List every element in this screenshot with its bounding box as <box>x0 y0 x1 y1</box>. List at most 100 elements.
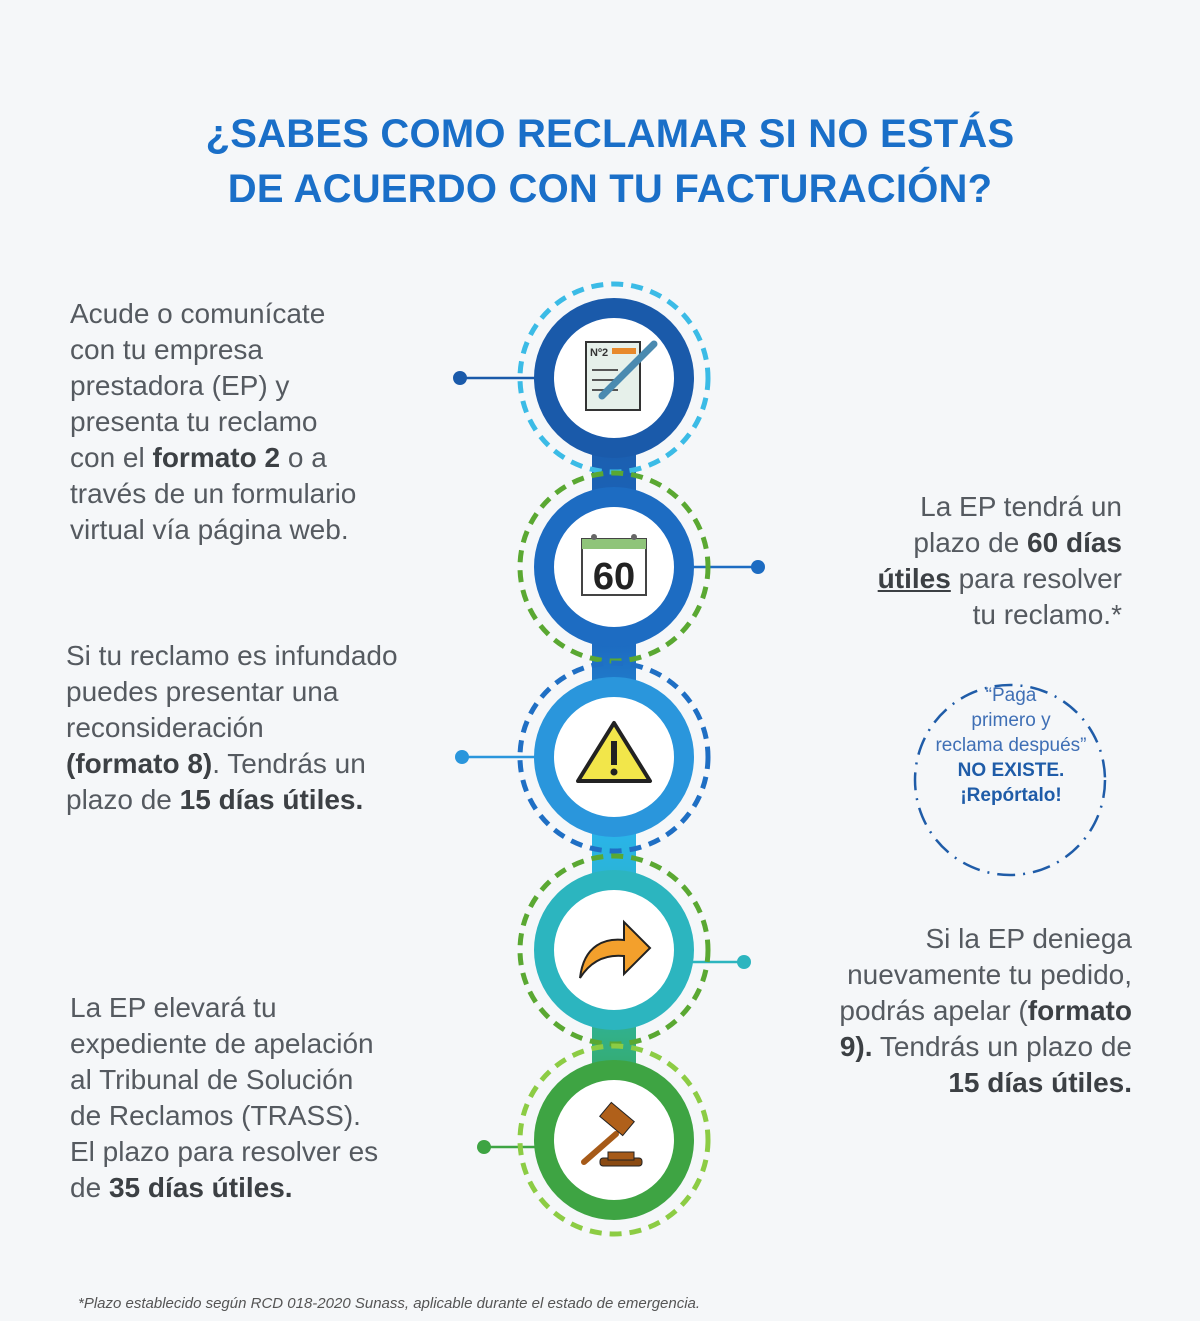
text-segment: al Tribunal de Solución <box>70 1064 354 1095</box>
text-line: nuevamente tu pedido, <box>839 957 1132 993</box>
badge-line: ¡Repórtalo! <box>960 785 1062 806</box>
text-segment: presenta tu reclamo <box>70 406 318 437</box>
text-segment: Si tu reclamo es infundado <box>66 640 398 671</box>
dashed-ring <box>517 1043 711 1237</box>
text-segment: 15 días útiles. <box>948 1067 1132 1098</box>
text-line: prestadora (EP) y <box>70 368 356 404</box>
connector-dot <box>737 955 751 969</box>
connector-dot <box>455 750 469 764</box>
text-segment: para resolver <box>950 563 1122 594</box>
text-segment: con tu empresa <box>70 334 263 365</box>
text-segment: tu reclamo.* <box>972 599 1122 630</box>
text-line: podrás apelar (formato <box>839 993 1132 1029</box>
warning-badge: “Paga primero y reclama después” NO EXIS… <box>913 683 1109 808</box>
text-line: (formato 8). Tendrás un <box>66 746 398 782</box>
badge-line: primero y <box>971 710 1051 731</box>
step-node <box>455 660 711 854</box>
title-line-2: DE ACUERDO CON TU FACTURACIÓN? <box>227 167 993 211</box>
badge-line: NO EXISTE. <box>957 760 1065 781</box>
text-segment: 60 días <box>1027 527 1122 558</box>
text-segment: La EP elevará tu <box>70 992 277 1023</box>
svg-text:Nº2: Nº2 <box>590 347 608 359</box>
text-line: Acude o comunícate <box>70 296 356 332</box>
text-segment: prestadora (EP) y <box>70 370 290 401</box>
text-line: través de un formulario <box>70 476 356 512</box>
connector-dot <box>453 371 467 385</box>
text-segment: nuevamente tu pedido, <box>847 959 1132 990</box>
text-segment: El plazo para resolver es <box>70 1136 379 1167</box>
text-segment: virtual vía página web. <box>70 514 349 545</box>
text-segment: 9). <box>839 1031 873 1062</box>
text-line: Si la EP deniega <box>839 921 1132 957</box>
claim-form-icon: Nº2 <box>585 340 658 411</box>
text-line: útiles para resolver <box>878 561 1122 597</box>
text-segment: Tendrás un plazo de <box>872 1031 1132 1062</box>
step-node: Nº2 <box>453 281 711 475</box>
text-line: al Tribunal de Solución <box>70 1062 378 1098</box>
badge-line: reclama después” <box>935 735 1087 756</box>
step-node <box>477 1043 711 1237</box>
text-segment: o a <box>280 442 327 473</box>
badge-dashed-circle <box>913 683 1107 877</box>
text-segment: formato 2 <box>152 442 281 473</box>
text-line: plazo de 60 días <box>878 525 1122 561</box>
step-1-description: Acude o comunícate con tu empresa prestado… <box>70 296 356 548</box>
step-node <box>517 853 751 1047</box>
connector-dot <box>751 560 765 574</box>
warning-icon <box>576 721 652 783</box>
appeal-arrow-icon <box>579 919 652 979</box>
text-line: tu reclamo.* <box>878 597 1122 633</box>
text-segment: de Reclamos (TRASS). <box>70 1100 361 1131</box>
text-segment: través de un formulario <box>70 478 357 509</box>
footnote: *Plazo establecido según RCD 018-2020 Su… <box>78 1295 701 1312</box>
text-line: puedes presentar una <box>66 674 398 710</box>
text-line: con el formato 2 o a <box>70 440 356 476</box>
calendar-60-icon: 60 <box>581 534 647 598</box>
step-ring <box>534 1060 694 1220</box>
text-line: 9). Tendrás un plazo de <box>839 1029 1132 1065</box>
title-line-1: ¿SABES COMO RECLAMAR SI NO ESTÁS <box>205 112 1015 156</box>
text-segment: . Tendrás un <box>212 748 366 779</box>
step-node: 60 <box>517 470 765 664</box>
text-segment: La EP tendrá un <box>920 491 1122 522</box>
text-segment: (formato 8) <box>66 748 213 779</box>
text-line: expediente de apelación <box>70 1026 378 1062</box>
text-line: 15 días útiles. <box>839 1065 1132 1101</box>
badge-line: “Paga <box>985 685 1037 706</box>
text-line: con tu empresa <box>70 332 356 368</box>
gavel-icon <box>581 1101 643 1167</box>
text-line: virtual vía página web. <box>70 512 356 548</box>
text-segment: 35 días útiles. <box>108 1172 293 1203</box>
text-line: La EP tendrá un <box>878 489 1122 525</box>
text-segment: con el <box>70 442 153 473</box>
text-line: Si tu reclamo es infundado <box>66 638 398 674</box>
dashed-ring <box>517 660 711 854</box>
text-segment: reconsideración <box>66 712 264 743</box>
text-segment: Acude o comunícate <box>70 298 326 329</box>
text-line: La EP elevará tu <box>70 990 378 1026</box>
text-line: presenta tu reclamo <box>70 404 356 440</box>
text-line: de 35 días útiles. <box>70 1170 378 1206</box>
text-line: de Reclamos (TRASS). <box>70 1098 378 1134</box>
text-segment: 15 días útiles. <box>179 784 364 815</box>
connector-dot <box>477 1140 491 1154</box>
text-segment: útiles <box>877 563 951 594</box>
text-segment: útiles <box>878 563 951 594</box>
step-5-description: La EP elevará tu expediente de apelación a… <box>70 990 378 1206</box>
text-line: El plazo para resolver es <box>70 1134 378 1170</box>
step-3-description: Si tu reclamo es infundado puedes present… <box>66 638 398 818</box>
text-segment: puedes presentar una <box>66 676 339 707</box>
text-segment: plazo de <box>66 784 180 815</box>
text-segment: podrás apelar ( <box>839 995 1028 1026</box>
text-segment: Si la EP deniega <box>925 923 1132 954</box>
svg-text:60: 60 <box>593 556 635 598</box>
text-segment: de <box>70 1172 109 1203</box>
text-segment: formato <box>1027 995 1132 1026</box>
text-segment: expediente de apelación <box>70 1028 374 1059</box>
text-segment: plazo de <box>913 527 1028 558</box>
text-line: reconsideración <box>66 710 398 746</box>
